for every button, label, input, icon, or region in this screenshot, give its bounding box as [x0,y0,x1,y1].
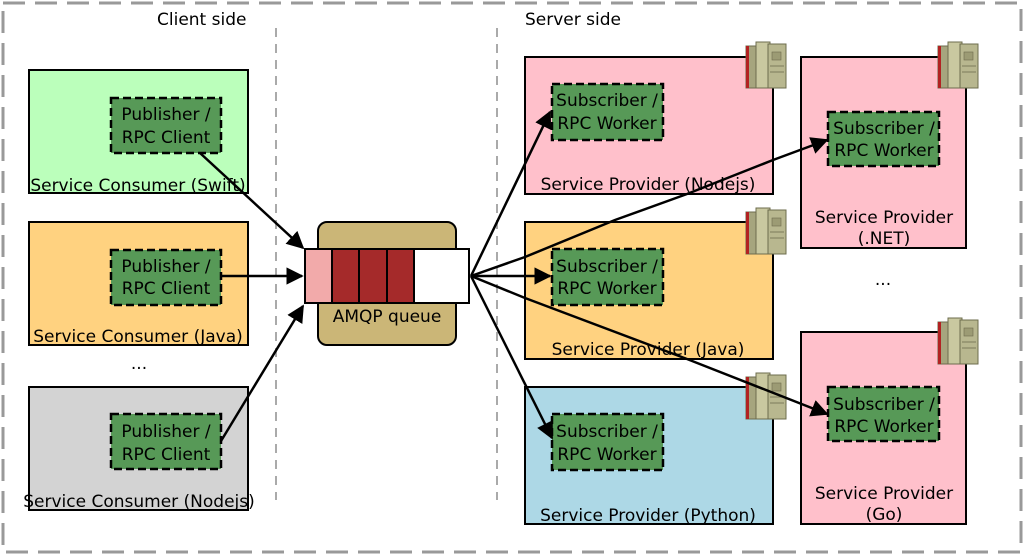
server-rack-icon [937,41,979,89]
amqp-queue: AMQP queue [304,221,470,346]
subscriber-label-line2: RPC Worker [834,417,933,437]
subscriber-label-line1: Subscriber / [556,422,658,442]
subscriber-box [550,247,665,307]
provider-label: Service Provider (Python) [540,506,756,526]
provider-java: Subscriber / RPC Worker Service Provider… [524,221,774,360]
provider-ellipsis: ... [875,270,891,290]
subscriber-label-line1: Subscriber / [556,91,658,111]
publisher-label-line1: Publisher / [121,105,210,125]
subscriber-box [550,82,665,142]
provider-label-line2: (.NET) [858,229,911,249]
server-rack-icon [745,41,787,89]
subscriber-label-line1: Subscriber / [833,395,935,415]
publisher-box [109,248,223,307]
server-rack-icon [745,207,787,255]
consumer-label: Service Consumer (Java) [33,327,243,347]
publisher-label-line1: Publisher / [121,257,210,277]
arrow-queue-to-python [469,275,554,440]
publisher-label-line1: Publisher / [121,422,210,442]
arrow-nodejs-to-queue [219,304,305,442]
publisher-label-line2: RPC Client [122,128,211,148]
consumer-label: Service Consumer (Nodejs) [23,492,255,512]
arrow-queue-to-go [470,274,829,417]
subscriber-box [550,412,665,472]
consumer-label: Service Consumer (Swift) [30,176,245,196]
provider-python: Subscriber / RPC Worker Service Provider… [524,386,774,526]
queue-slot [386,248,415,304]
subscriber-label-line2: RPC Worker [557,279,656,299]
queue-slot [358,248,388,304]
subscriber-label-line2: RPC Worker [557,114,656,134]
publisher-label-line2: RPC Client [122,279,211,299]
publisher-box [109,412,223,471]
consumer-swift: Publisher / RPC Client Service Consumer … [28,69,249,196]
queue-slot-first [304,248,333,304]
publisher-label-line2: RPC Client [122,445,211,465]
consumer-java: Publisher / RPC Client Service Consumer … [28,221,249,347]
server-rack-icon [937,317,979,365]
provider-nodejs: Subscriber / RPC Worker Service Provider… [524,56,774,195]
provider-label-line1: Service Provider [815,208,953,228]
queue-slot [331,248,360,304]
arrow-queue-to-nodejs [469,110,552,277]
queue-label: AMQP queue [333,307,442,327]
provider-label: Service Provider (Java) [552,340,745,360]
consumer-ellipsis: ... [131,354,147,374]
consumer-nodejs: Publisher / RPC Client Service Consumer … [23,386,255,512]
subscriber-box [826,385,941,443]
provider-label: Service Provider (Nodejs) [541,175,756,195]
queue-slot-empty-area [413,248,470,304]
subscriber-label-line1: Subscriber / [556,257,658,277]
subscriber-label-line1: Subscriber / [833,119,935,139]
subscriber-box [826,110,941,168]
arrow-queue-to-dotnet [470,137,829,278]
subscriber-label-line2: RPC Worker [834,141,933,161]
subscriber-label-line2: RPC Worker [557,445,656,465]
server-side-label: Server side [525,10,621,30]
arrow-swift-to-queue [199,152,305,250]
provider-label-line1: Service Provider [815,484,953,504]
provider-label-line2: (Go) [866,505,903,525]
publisher-box [109,96,223,155]
client-side-label: Client side [157,10,246,30]
